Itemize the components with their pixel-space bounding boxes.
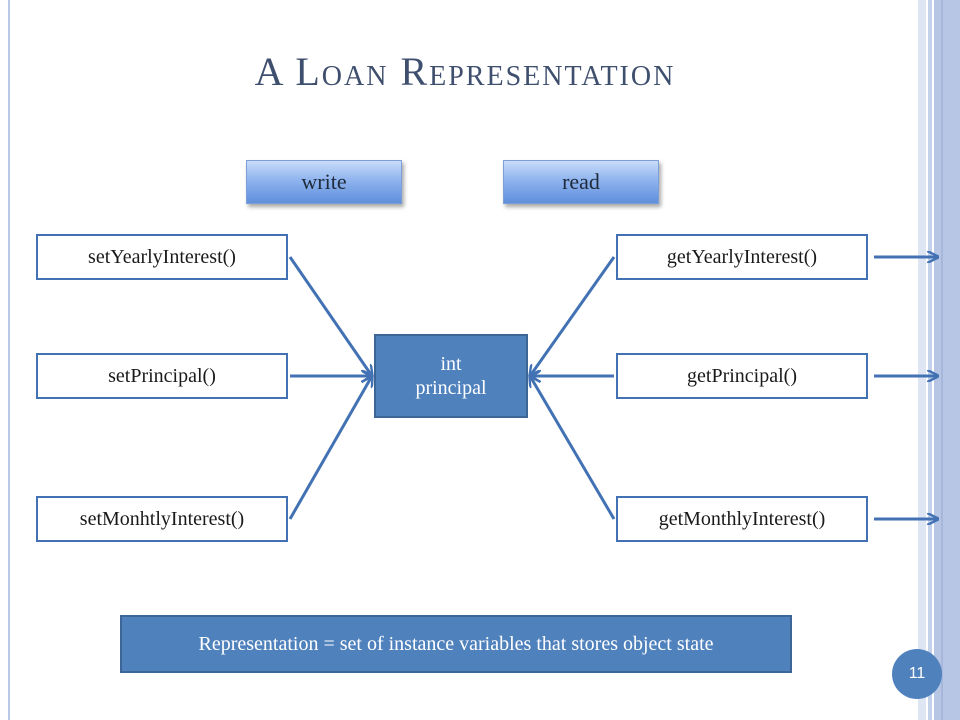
get-monthly-interest-box: getMonthlyInterest() [616, 496, 868, 542]
write-label: write [246, 160, 402, 204]
right-decor-band [918, 0, 926, 720]
principal-variable-box: int principal [374, 334, 528, 418]
read-label: read [503, 160, 659, 204]
slide-title: A Loan Representation [254, 49, 676, 94]
variable-name: principal [415, 377, 487, 399]
get-principal-box: getPrincipal() [616, 353, 868, 399]
set-principal-box: setPrincipal() [36, 353, 288, 399]
right-decor-band [934, 0, 960, 720]
right-decor-band [941, 0, 943, 720]
get-yearly-interest-box: getYearlyInterest() [616, 234, 868, 280]
right-decor-band [928, 0, 932, 720]
arrow-set-monthly [288, 376, 372, 520]
representation-note: Representation = set of instance variabl… [120, 615, 792, 673]
arrow-get-monthly [530, 376, 616, 520]
left-border-line [8, 0, 10, 720]
set-yearly-interest-box: setYearlyInterest() [36, 234, 288, 280]
variable-type: int [440, 353, 462, 375]
set-monthly-interest-box: setMonhtlyInterest() [36, 496, 288, 542]
arrow-set-yearly [288, 256, 372, 376]
arrow-get-yearly [530, 256, 616, 376]
page-number-badge: 11 [892, 649, 942, 699]
